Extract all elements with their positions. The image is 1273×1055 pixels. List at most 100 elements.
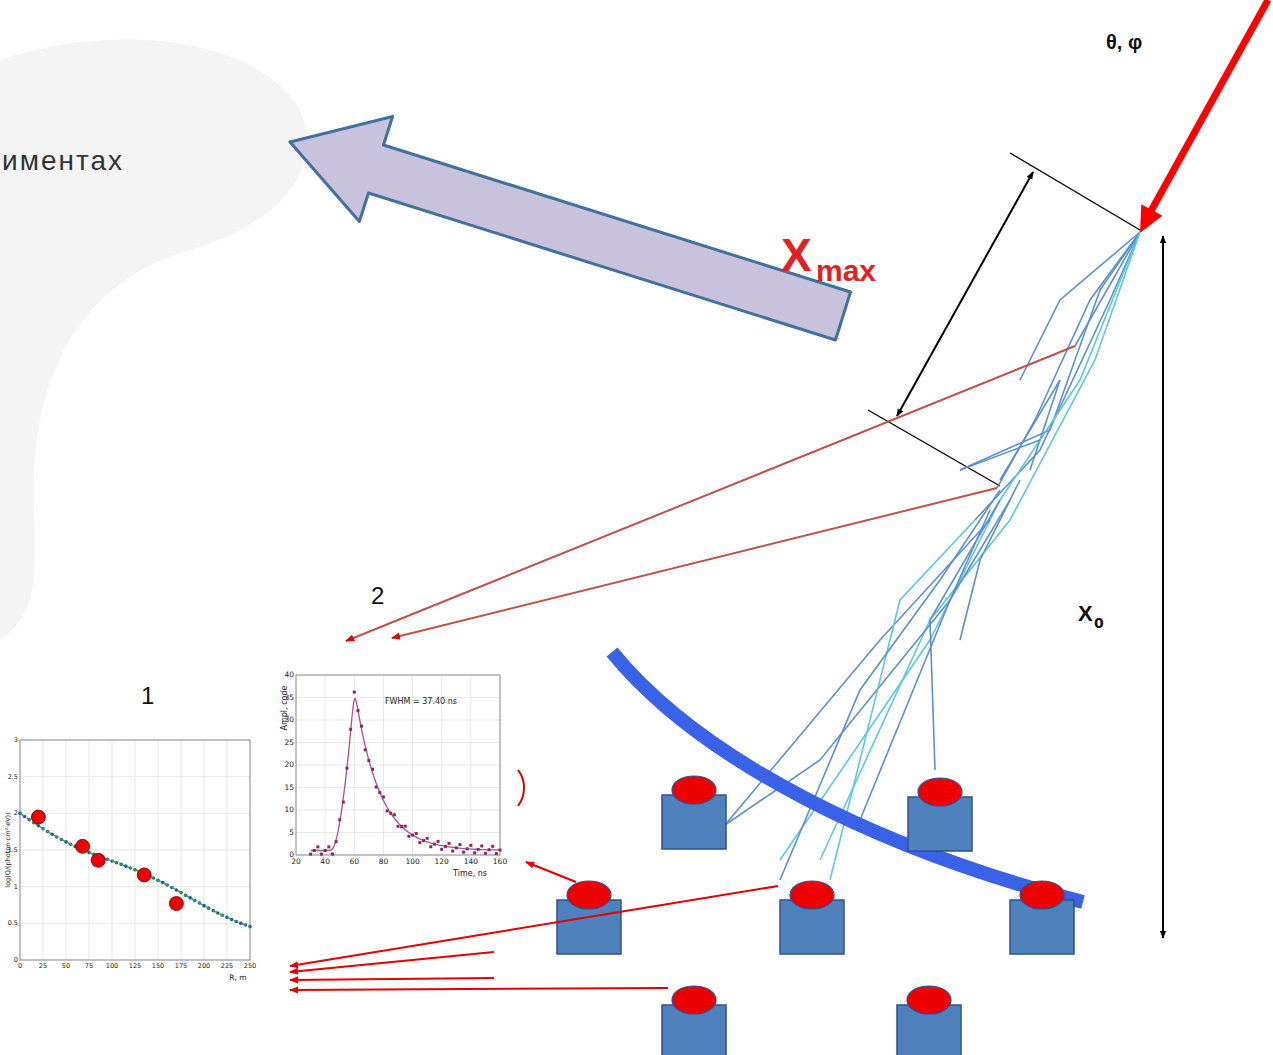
signal-arrow [290, 978, 494, 980]
particle-track [1020, 232, 1140, 380]
data-point [477, 848, 480, 851]
data-point [429, 845, 432, 848]
data-point [400, 825, 403, 828]
tick-label: 3 [14, 737, 18, 744]
data-point [415, 832, 418, 835]
data-point [386, 809, 389, 812]
annotation: FWHM = 37.40 ns [385, 698, 457, 706]
tick-label: 225 [221, 963, 233, 970]
data-point [327, 845, 330, 848]
frame-mark [518, 770, 524, 806]
grid-line [296, 742, 500, 743]
pulse-curve [311, 699, 500, 851]
tick-label: 80 [379, 858, 389, 866]
tick-label: 1 [14, 883, 18, 890]
tick-label: 250 [244, 963, 256, 970]
dimension-arrow [1162, 236, 1164, 938]
tick-label: 25 [284, 739, 294, 747]
tick-label: 35 [284, 694, 294, 702]
data-point [499, 849, 502, 852]
data-point [316, 845, 319, 848]
heading-fragment: иментах [2, 147, 124, 175]
signal-arrow [290, 952, 494, 972]
data-point [462, 851, 465, 854]
signal-arrow [526, 862, 576, 882]
data-point [338, 818, 341, 821]
particle-track [780, 490, 1000, 880]
photomultiplier [672, 986, 716, 1014]
data-point [418, 841, 421, 844]
particle-track [960, 440, 1040, 470]
axis-title: R, m [229, 974, 246, 982]
data-point [367, 759, 370, 762]
chart-background [278, 665, 506, 887]
data-point [320, 853, 323, 856]
photomultiplier [790, 881, 834, 909]
tick-label: 10 [284, 806, 294, 814]
extension-line [1010, 153, 1140, 230]
particle-track [960, 480, 1020, 640]
data-point [480, 844, 483, 847]
data-point [440, 848, 443, 851]
tick-label: 50 [62, 963, 70, 970]
shower-front [612, 652, 1083, 902]
data-point [488, 848, 491, 851]
data-point [473, 851, 476, 854]
tick-label: 0 [14, 957, 18, 964]
tick-label: 20 [291, 858, 301, 866]
height-symbol: X [1078, 603, 1093, 625]
tick-label: 20 [284, 761, 294, 769]
data-point [397, 825, 400, 828]
detector [780, 881, 844, 954]
data-point [342, 801, 345, 804]
data-point [356, 709, 359, 712]
data-point [411, 834, 414, 837]
tick-label: 40 [320, 858, 330, 866]
data-point [335, 840, 338, 843]
data-point [491, 845, 494, 848]
data-point [389, 812, 392, 815]
grid-line [20, 923, 250, 924]
detector [662, 776, 726, 849]
data-point [353, 691, 356, 694]
data-point [448, 842, 451, 845]
detector-reading [76, 839, 90, 853]
data-point [455, 846, 458, 849]
tick-label: 0.5 [8, 920, 18, 927]
axis-title: Time, ns [453, 870, 487, 878]
data-point [382, 795, 385, 798]
detector-reading [137, 868, 151, 882]
data-point [393, 813, 396, 816]
grid-line [20, 850, 250, 851]
photomultiplier [672, 776, 716, 804]
tick-label: 5 [289, 829, 294, 837]
data-point [437, 840, 440, 843]
detector [908, 778, 972, 851]
grid-line [296, 720, 500, 721]
photomultiplier [918, 778, 962, 806]
height-subscript: 0 [1094, 616, 1104, 630]
data-point [426, 837, 429, 840]
tick-label: 75 [85, 963, 93, 970]
tick-label: 200 [198, 963, 210, 970]
tick-label: 2.5 [8, 773, 18, 780]
detector [662, 986, 726, 1055]
data-point [360, 725, 363, 728]
dimension-arrow [897, 172, 1033, 416]
tick-label: 1.5 [8, 847, 18, 854]
signal-arrow [290, 988, 668, 990]
tick-label: 60 [350, 858, 360, 866]
tick-label: 125 [129, 963, 141, 970]
light-ray [346, 346, 1075, 641]
photomultiplier [1020, 881, 1064, 909]
tick-label: 120 [435, 858, 449, 866]
particle-track [820, 232, 1140, 860]
data-point [451, 850, 454, 853]
data-point [466, 847, 469, 850]
detector-reading [91, 853, 105, 867]
grid-line [296, 765, 500, 766]
depth-subscript: max [816, 256, 876, 286]
plot-frame [20, 740, 250, 960]
